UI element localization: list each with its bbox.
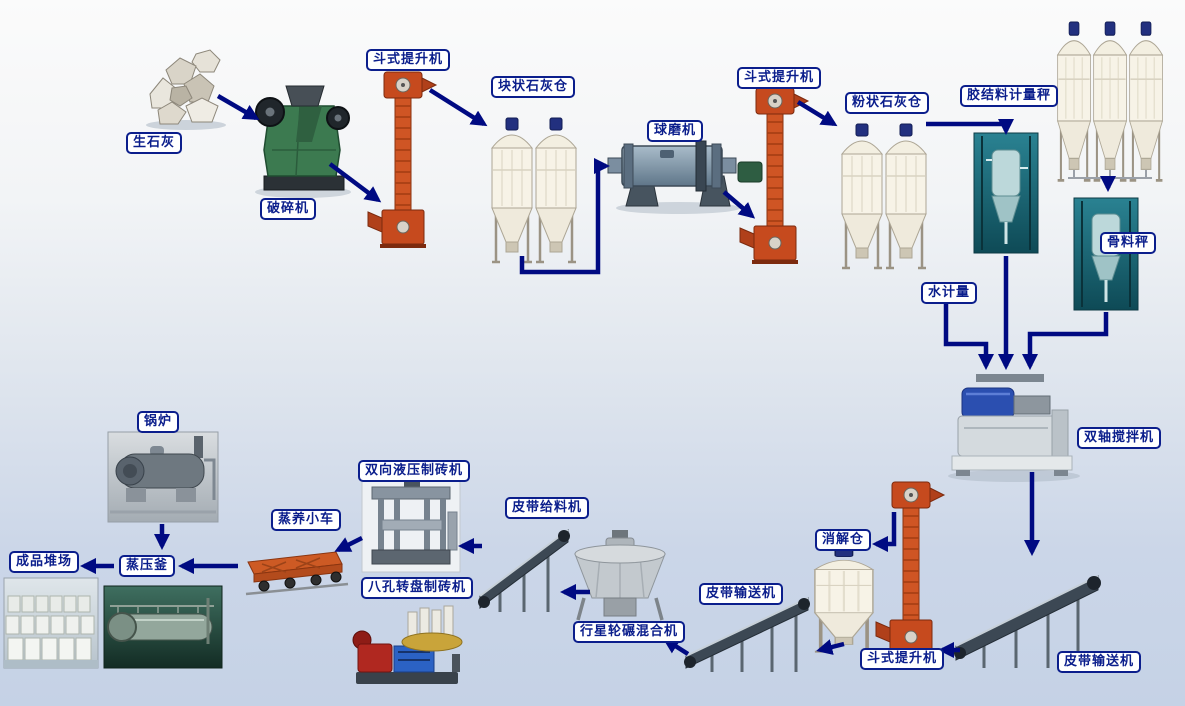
label-aggregate-scale: 骨料秤 [1100,232,1157,254]
arrow-elevator1-to-lump-silo [428,88,488,127]
arrow-ball-mill-to-elevator2 [722,190,756,219]
aggregate-scale-illustration [1073,197,1139,311]
arrow-crusher-to-elevator1 [328,162,382,203]
label-curing-trolley: 蒸养小车 [271,509,342,531]
twin-shaft-mixer-illustration [948,374,1080,482]
belt-feeder-illustration [478,529,570,612]
label-product-yard: 成品堆场 [9,551,80,573]
label-rotary-brick-machine: 八孔转盘制砖机 [361,577,474,599]
boiler-illustration [107,431,219,523]
label-bucket-elevator-3: 斗式提升机 [860,648,945,670]
flow-arrows [79,88,1117,659]
autoclave-illustration [103,585,223,669]
label-planetary-mixer: 行星轮碾混合机 [573,621,686,643]
label-binder-scale: 胶结料计量秤 [960,85,1059,107]
ball-mill-illustration [607,140,763,214]
label-hydraulic-brick-machine: 双向液压制砖机 [358,460,471,482]
label-powder-lime-silo: 粉状石灰仓 [845,92,930,114]
label-water-meter: 水计量 [921,282,978,304]
label-belt-conveyor-mid: 皮带输送机 [699,583,784,605]
bucket-elevator-1-illustration [367,71,437,249]
product-yard-illustration [3,577,99,669]
label-boiler: 锅炉 [137,411,180,433]
label-bucket-elevator-2: 斗式提升机 [737,67,822,89]
curing-trolley-illustration [245,551,349,596]
bucket-elevator-3-illustration [875,481,945,659]
arrow-elevator2-to-powder-silo [796,100,838,127]
planetary-mixer-illustration [574,530,666,621]
label-ball-mill: 球磨机 [647,120,704,142]
binder-scale-illustration [973,132,1039,254]
label-crusher: 破碎机 [260,198,317,220]
label-belt-conveyor-right: 皮带输送机 [1057,651,1142,673]
arrow-elevator3-to-digestion-silo [871,512,897,553]
jaw-crusher-illustration [255,85,351,198]
lump-lime-silo-illustration [490,116,578,264]
digestion-silo-illustration [813,546,875,654]
arrow-water-to-mixer [943,302,995,371]
quicklime-pile-illustration [146,49,226,130]
arrow-aggregate-scale-to-mixer [1021,312,1109,371]
belt-conveyor-mid-illustration [684,597,810,672]
label-digestion-silo: 消解仓 [815,529,872,551]
arrow-quicklime-to-crusher [216,94,260,121]
arrow-digestion-silo-to-conveyor [816,639,845,655]
belt-conveyor-right-illustration [954,575,1101,668]
label-autoclave: 蒸压釜 [119,555,176,577]
label-quicklime: 生石灰 [126,132,183,154]
arrow-powder-silo-to-binder-scale [926,118,1015,136]
arrow-lump-silo-to-ball-mill [519,157,611,275]
arrow-brick-machine-to-trolley [334,535,364,553]
aggregate-silos-illustration [1056,20,1164,182]
label-bucket-elevator-1: 斗式提升机 [366,49,451,71]
rotary-brick-machine-illustration [352,605,463,684]
hydraulic-brick-machine-illustration [361,477,461,573]
powder-lime-silo-illustration [840,122,928,270]
label-twin-shaft-mixer: 双轴搅拌机 [1077,427,1162,449]
label-belt-feeder: 皮带给料机 [505,497,590,519]
label-lump-lime-silo: 块状石灰仓 [491,76,576,98]
